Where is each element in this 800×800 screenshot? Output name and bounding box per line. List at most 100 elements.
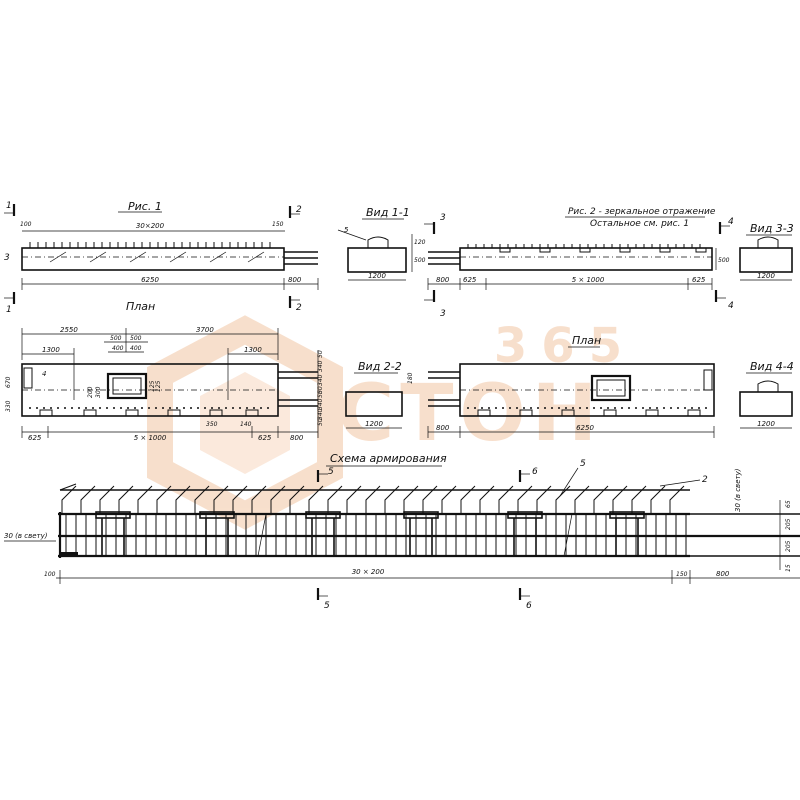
plan-1-support-pads: [39, 409, 259, 417]
plan-2-title: План: [572, 334, 601, 347]
section-mark-4-top: 4: [728, 217, 734, 227]
section-mark-2-top: 2: [296, 205, 302, 215]
insert-dot: [99, 407, 101, 409]
bent-bar: [169, 251, 187, 263]
insert-dot: [218, 407, 220, 409]
insert-dot: [558, 407, 560, 409]
plan-1-dim-1300-right: 1300: [244, 346, 262, 354]
insert-dot: [155, 407, 157, 409]
figure-2-subtitle: Остальное см. рис. 1: [590, 219, 689, 229]
plan-1-side-dim-670: 670: [5, 376, 12, 388]
section-mark-1-top: 1: [6, 201, 12, 211]
insert-dot: [29, 407, 31, 409]
bent-bar: [89, 251, 107, 263]
insert-dot: [134, 407, 136, 409]
scheme-dim-100: 100: [44, 571, 56, 578]
plan-1-dim-625-right: 625: [258, 434, 272, 442]
figure-2-height: 500: [718, 257, 730, 264]
insert-dot: [670, 407, 672, 409]
view-1-1-title: Вид 1-1: [366, 206, 410, 219]
insert-dot: [246, 407, 248, 409]
insert-dot: [600, 407, 602, 409]
insert-dot: [225, 407, 227, 409]
view-2-2-dim: 180: [407, 372, 414, 384]
scheme-right-dim-65: 65: [785, 500, 792, 508]
scheme-left-label: 30 (в свету): [4, 532, 48, 540]
plan-1-side-dim-330: 330: [5, 400, 12, 412]
insert-dot: [204, 407, 206, 409]
scheme-dim-150: 150: [676, 571, 688, 578]
frame-plate: [199, 511, 235, 519]
plan-1-dim-3700: 3700: [196, 326, 214, 334]
insert-dot: [523, 407, 525, 409]
right-dim-value: 340: [317, 374, 324, 386]
insert-dot: [705, 407, 707, 409]
frame-plate: [609, 511, 645, 519]
insert-dot: [684, 407, 686, 409]
scheme-right-label: 30 (в свету): [734, 468, 742, 512]
support-pad: [39, 409, 53, 417]
insert-dot: [64, 407, 66, 409]
support-pad: [519, 409, 533, 417]
scheme-mark-2-pos: 2: [702, 475, 708, 485]
plan-1-insert-dots: [29, 407, 269, 409]
insert-dot: [211, 407, 213, 409]
insert-dot: [141, 407, 143, 409]
watermark-digits: 365: [494, 318, 636, 374]
frame-plate: [507, 511, 543, 519]
insert-dot: [169, 407, 171, 409]
bent-bar: [247, 251, 265, 263]
section-line: [257, 513, 267, 557]
insert-dot: [677, 407, 679, 409]
insert-dot: [162, 407, 164, 409]
insert-dot: [586, 407, 588, 409]
insert-dot: [691, 407, 693, 409]
insert-dot: [551, 407, 553, 409]
figure-2-dim-left: 625: [463, 276, 477, 284]
view-3-3-width: 1200: [757, 272, 775, 280]
view-2-2-title: Вид 2-2: [358, 360, 402, 373]
plan-1-dim-400b: 400: [130, 345, 142, 352]
plan-1-dim-2550: 2550: [60, 326, 78, 334]
embedded-plate: [499, 247, 511, 253]
scheme-right-dim-205a: 205: [785, 518, 792, 530]
insert-dot: [50, 407, 52, 409]
scheme-right-dim-205b: 205: [785, 540, 792, 552]
scheme-dim-spacing: 30 × 200: [352, 568, 385, 576]
plan-1-small-140: 140: [240, 421, 252, 428]
support-pad: [83, 409, 97, 417]
insert-dot: [57, 407, 59, 409]
figure-1-right-offset: 150: [272, 221, 284, 228]
plan-1-dim-500a: 500: [110, 335, 122, 342]
insert-dot: [43, 407, 45, 409]
plan-1-small-125b: 125: [155, 380, 162, 392]
view-1-1-mark: 5: [344, 226, 349, 234]
plan-1-dim-625-left: 625: [28, 434, 42, 442]
view-1-1-dim-height: 500: [414, 257, 426, 264]
insert-dot: [113, 407, 115, 409]
plan-1-small-350: 350: [206, 421, 218, 428]
watermark-word: СТОН: [337, 369, 603, 459]
insert-dot: [614, 407, 616, 409]
insert-dot: [495, 407, 497, 409]
scheme-mark-5-pos: 5: [580, 459, 586, 469]
insert-dot: [120, 407, 122, 409]
section-mark-3-bottom: 3: [440, 309, 446, 319]
upper-bar-end: [59, 483, 77, 491]
plan-2-dim-6250: 6250: [576, 424, 594, 432]
insert-dot: [474, 407, 476, 409]
right-dim-value: 50: [317, 390, 324, 398]
insert-dot: [78, 407, 80, 409]
plan-1-dim-1300-left: 1300: [42, 346, 60, 354]
insert-dot: [190, 407, 192, 409]
figure-2-dim-spacing: 5 × 1000: [572, 276, 605, 284]
insert-dot: [565, 407, 567, 409]
figure-2-dim-projection: 800: [436, 276, 450, 284]
support-pad: [687, 409, 701, 417]
support-pad: [603, 409, 617, 417]
figure-1-stirrup-marks: [29, 242, 271, 263]
figure-1-spacing-label: 30×200: [136, 222, 165, 230]
right-dim-value: 340: [317, 360, 324, 372]
plan-1-small-200: 200: [87, 386, 94, 398]
embedded-plate: [619, 247, 631, 253]
